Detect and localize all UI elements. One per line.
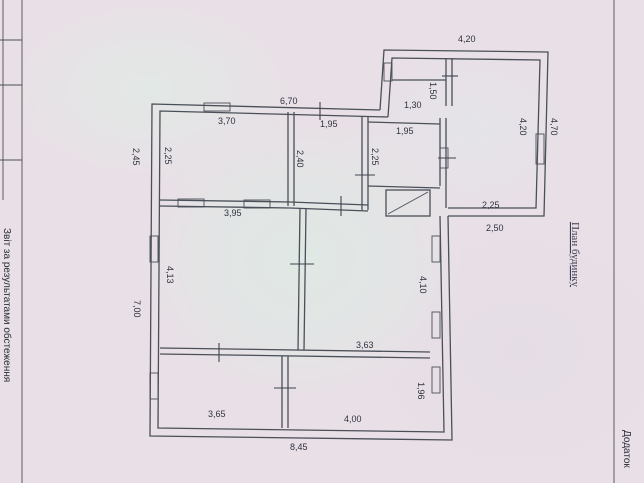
dim-room2-h: 2,40: [295, 150, 305, 168]
dim-hall-h: 4,13: [165, 266, 175, 284]
appendix-corner-text: Додаток: [621, 430, 632, 468]
interior-walls: [159, 58, 453, 428]
dim-outer-left-bottom: 7,00: [132, 300, 142, 318]
dim-ext-right: 4,70: [549, 118, 559, 136]
report-side-text: Звіт за результатами обстеження: [1, 228, 13, 382]
dim-room1-w: 3,70: [218, 116, 236, 126]
windows: [149, 62, 545, 400]
dim-ext-bottom-outer: 2,50: [486, 223, 504, 233]
dim-ext-inner-h: 4,20: [518, 118, 528, 136]
dim-room3-w: 1,95: [396, 126, 414, 136]
door-marks: [218, 75, 458, 389]
outer-walls: [149, 49, 549, 441]
dim-ext-small-v: 1,50: [428, 82, 438, 100]
dim-outer-top: 6,70: [280, 96, 298, 106]
dim-bottom-left-w: 3,65: [208, 409, 226, 419]
dimension-labels: 6,70 3,70 1,95 1,95 4,20 1,30 2,25 2,50 …: [208, 34, 504, 452]
dim-bottom-right-w: 4,00: [344, 414, 362, 424]
dim-room1-h: 2,25: [163, 147, 173, 165]
dim-outer-left-top: 2,45: [131, 148, 141, 166]
dim-ext-small-h: 1,30: [404, 100, 422, 110]
dim-big-w: 3,63: [356, 340, 374, 350]
dim-ext-bottom-inner: 2,25: [482, 200, 500, 210]
dim-room3-h: 2,25: [370, 148, 380, 166]
vertical-dimension-labels: 2,45 2,25 2,40 2,25 1,50 4,20 4,70 4,13 …: [131, 82, 559, 400]
dim-room2-w: 1,95: [320, 119, 338, 129]
plan-title: План будинку: [569, 222, 581, 287]
dim-big-h: 4,10: [418, 276, 428, 294]
dim-hall-w: 3,95: [224, 208, 242, 218]
dim-ext-top: 4,20: [458, 34, 476, 44]
form-margin-lines: [0, 0, 23, 483]
dim-outer-bottom: 8,45: [290, 442, 308, 452]
dim-bottom-right-h: 1,96: [416, 382, 426, 400]
